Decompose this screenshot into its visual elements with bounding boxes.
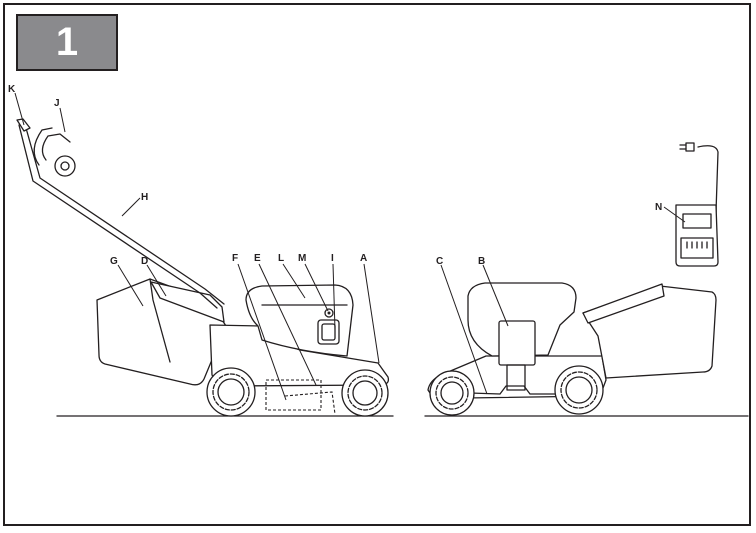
motor-housing xyxy=(467,282,577,357)
label-n: N xyxy=(655,202,662,213)
figure-frame xyxy=(3,3,751,526)
hidden-blade-housing xyxy=(265,379,322,411)
charger-cable xyxy=(697,145,719,213)
leader-lines xyxy=(14,92,686,401)
label-b: B xyxy=(478,256,485,267)
handle-bar xyxy=(25,127,225,305)
label-k: K xyxy=(8,84,16,95)
battery-slot xyxy=(317,319,340,345)
handle-grip xyxy=(33,127,53,166)
label-h: H xyxy=(141,192,148,203)
label-j: J xyxy=(54,98,60,109)
part-labels: K J H G D F E L M I A C B N xyxy=(8,84,662,267)
label-c: C xyxy=(436,256,443,267)
label-l: L xyxy=(278,253,284,264)
rear-wheel xyxy=(206,367,256,417)
lawn-mower-reverse-side-view-icon xyxy=(427,282,717,416)
front-wheel xyxy=(341,369,389,417)
label-a: A xyxy=(360,253,367,264)
lawn-mower-side-view-icon xyxy=(16,118,390,417)
battery-charger-icon xyxy=(675,142,719,267)
label-m: M xyxy=(298,253,306,264)
front-wheel-right xyxy=(554,365,604,415)
handle-knob xyxy=(54,155,76,177)
label-f: F xyxy=(232,253,238,264)
label-e: E xyxy=(254,253,261,264)
bag-lid-rear xyxy=(582,283,665,324)
label-i: I xyxy=(331,253,334,264)
rear-wheel-right xyxy=(429,370,475,416)
label-g: G xyxy=(110,256,118,267)
chassis-plate xyxy=(469,385,561,395)
battery-compartment xyxy=(498,320,536,366)
label-d: D xyxy=(141,256,148,267)
charger-body xyxy=(675,204,719,267)
figure-number-badge: 1 xyxy=(16,14,118,71)
